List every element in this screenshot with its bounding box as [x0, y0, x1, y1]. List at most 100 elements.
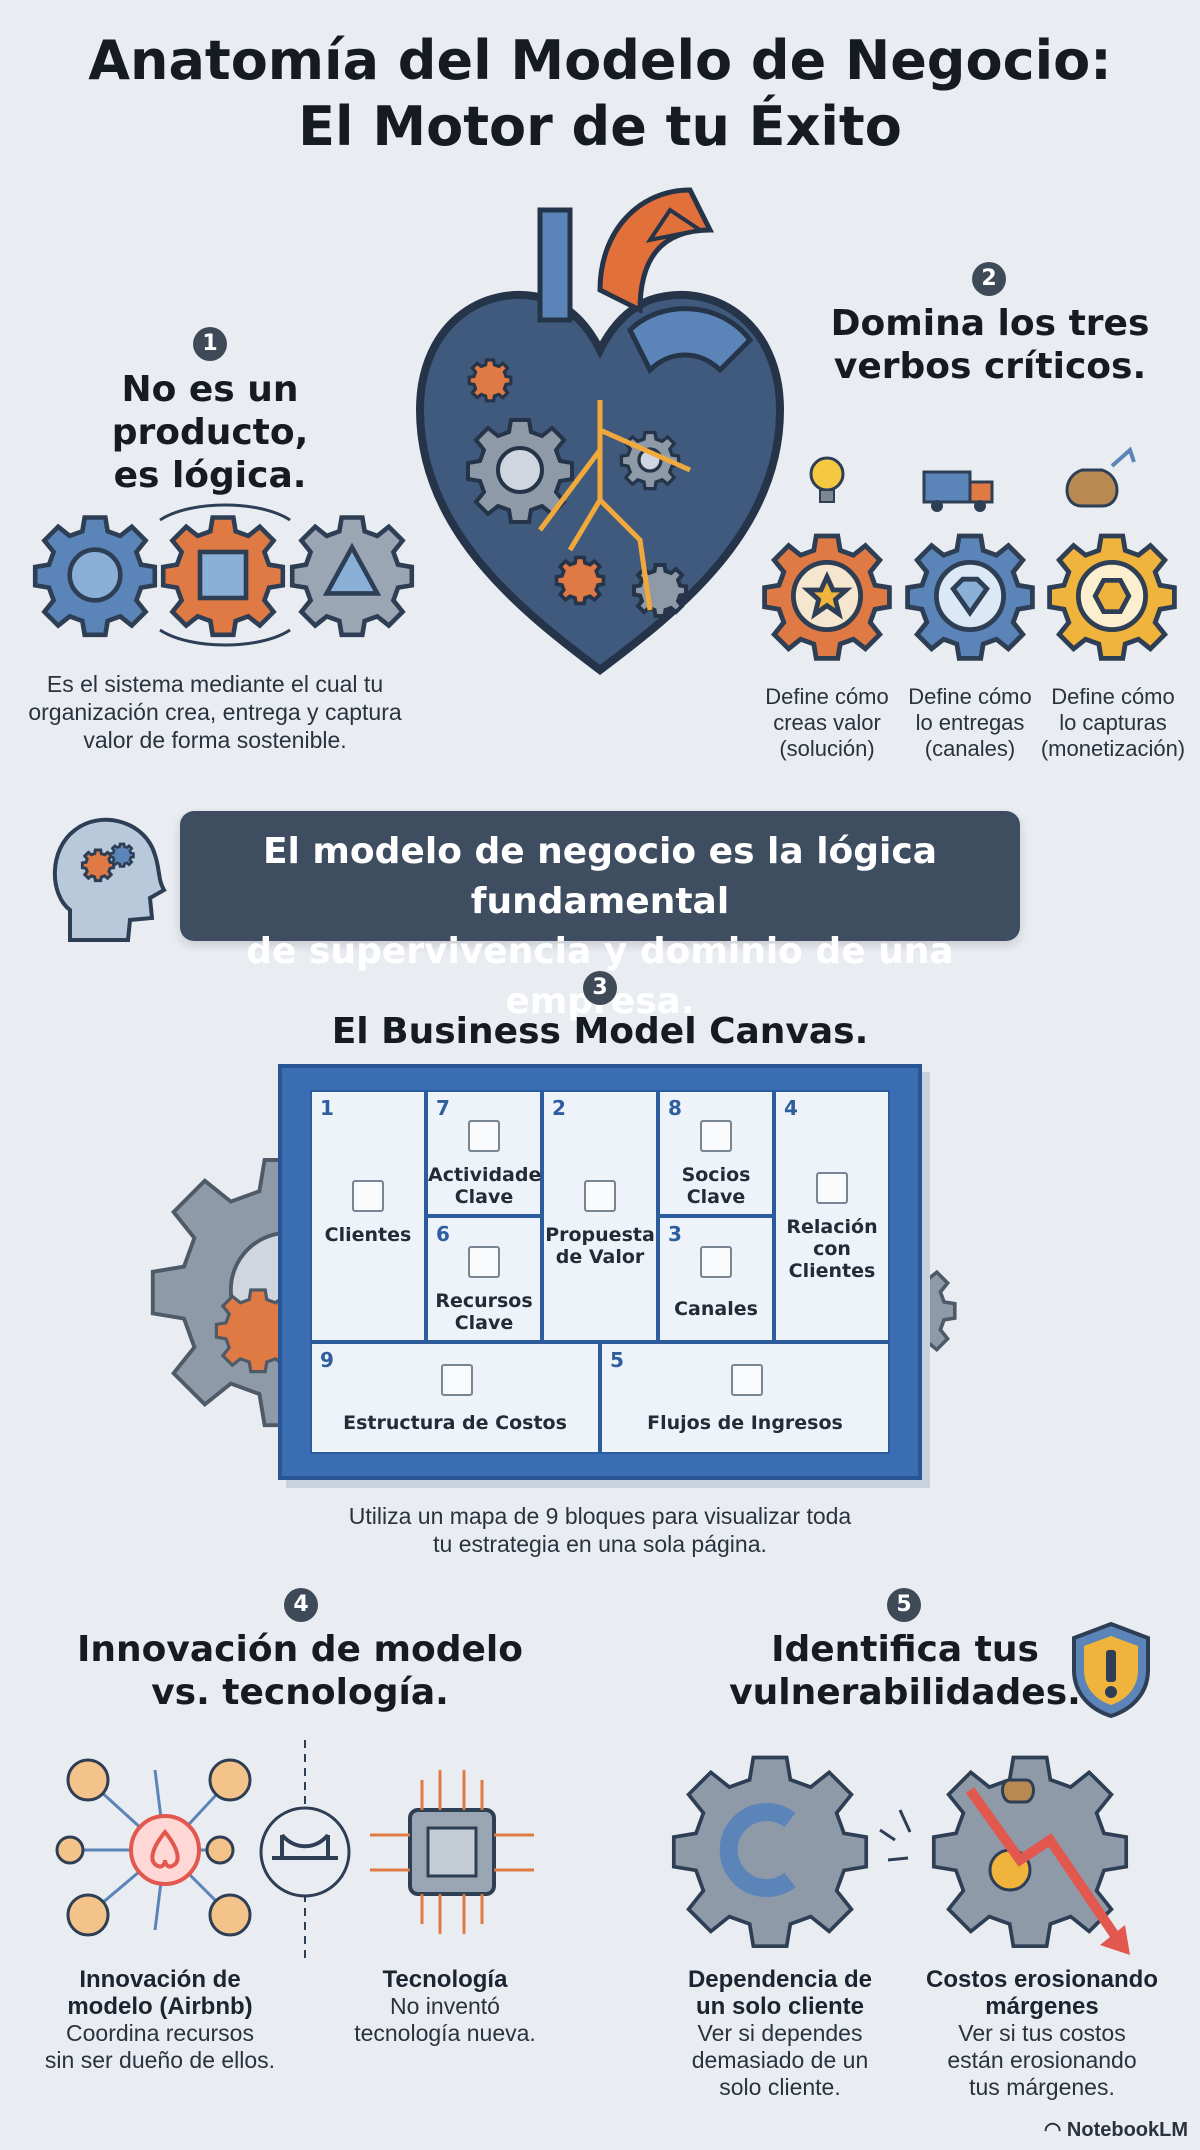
checkbox-icon: [816, 1172, 848, 1204]
block-number: 7: [436, 1096, 450, 1120]
checkbox-icon: [700, 1120, 732, 1152]
costs-text-line-3: tus márgenes.: [969, 2074, 1115, 2100]
notebooklm-brand: ◠ NotebookLM: [1044, 2117, 1188, 2142]
section-4-number: 4: [284, 1588, 318, 1622]
section-2-heading-line-1: Domina los tres: [830, 303, 1150, 344]
verb-capture-line-3: (monetización): [1040, 736, 1186, 761]
block-label: Clientes: [324, 1224, 412, 1246]
section-1-heading: No es un producto, es lógica.: [20, 368, 400, 497]
airbnb-text-line-2: sin ser dueño de ellos.: [44, 2047, 276, 2073]
house-icon: [208, 1758, 252, 1802]
three-verbs-gears-illustration: [752, 446, 1188, 676]
banner-line-2: de supervivencia y dominio de una empres…: [246, 931, 954, 1022]
section-3-heading: El Business Model Canvas.: [331, 1011, 869, 1052]
verb-create-line-2: creas valor: [773, 710, 881, 735]
canvas-block-clientes: 1 Clientes: [310, 1090, 426, 1342]
verb-deliver-line-3: (canales): [924, 736, 1016, 761]
technology-title: Tecnología: [382, 1966, 508, 1993]
tools-icon: [205, 1835, 235, 1865]
user-icon: [66, 1758, 110, 1802]
section-3-caption: Utiliza un mapa de 9 bloques para visual…: [250, 1502, 950, 1558]
technology-text-line-2: tecnología nueva.: [354, 2020, 536, 2046]
user-icon: [66, 1893, 110, 1937]
checkbox-icon: [468, 1246, 500, 1278]
house-icon: [208, 1893, 252, 1937]
airbnb-title-line-2: modelo (Airbnb): [67, 1993, 253, 2020]
block-label-2: de Valor: [555, 1246, 645, 1268]
airbnb-title-line-1: Innovación de: [79, 1966, 241, 1993]
section-3-number: 3: [583, 971, 617, 1005]
block-label-2: Clave: [686, 1186, 746, 1208]
section-1-text-line-1: Es el sistema mediante el cual tu: [46, 671, 384, 697]
dependency-text-line-3: solo cliente.: [719, 2074, 841, 2100]
block-label-3: Clientes: [788, 1260, 876, 1282]
canvas-block-actividades: 7 Actividades Clave: [426, 1090, 553, 1216]
block-label-2: con: [813, 1238, 851, 1260]
costs-title-line-2: márgenes: [985, 1993, 1099, 2020]
head-gears-icon: [52, 817, 167, 942]
airbnb-logo-icon: [129, 1814, 201, 1886]
verb-create-line-1: Define cómo: [765, 684, 889, 709]
dependency-text-line-1: Ver si dependes: [697, 2020, 863, 2046]
banner-line-1: El modelo de negocio es la lógica fundam…: [262, 831, 938, 922]
block-number: 2: [552, 1096, 566, 1120]
money-bag-icon: [1001, 1778, 1035, 1804]
section-1-text-line-3: valor de forma sostenible.: [83, 727, 347, 753]
costs-title-line-1: Costos erosionando: [925, 1966, 1159, 1993]
airbnb-vs-technology-illustration: [55, 1740, 534, 1960]
checkbox-icon: [584, 1180, 616, 1212]
checkbox-icon: [700, 1246, 732, 1278]
block-number: 1: [320, 1096, 334, 1120]
canvas-block-recursos: 6 Recursos Clave: [426, 1216, 542, 1342]
technology-label: Tecnología No inventó tecnología nueva.: [330, 1966, 560, 2047]
verb-capture-line-2: lo capturas: [1059, 710, 1167, 735]
verb-deliver-line-1: Define cómo: [908, 684, 1032, 709]
checkbox-icon: [441, 1364, 473, 1396]
canvas-block-relacion: 4 Relación con Clientes: [774, 1090, 890, 1342]
section-2-heading: Domina los tres verbos críticos.: [800, 302, 1180, 388]
block-label: Recursos: [435, 1290, 533, 1312]
delivery-truck-icon: [922, 470, 994, 512]
canvas-block-ingresos: 5 Flujos de Ingresos: [600, 1342, 890, 1454]
technology-text-line-1: No inventó: [390, 1993, 500, 2019]
checkbox-icon: [352, 1180, 384, 1212]
verb-deliver-line-2: lo entregas: [915, 710, 1025, 735]
block-number: 5: [610, 1348, 624, 1372]
block-label: Relación: [786, 1216, 878, 1238]
block-number: 3: [668, 1222, 682, 1246]
airbnb-innovation-label: Innovación de modelo (Airbnb) Coordina r…: [30, 1966, 290, 2074]
verb-create-line-3: (solución): [779, 736, 875, 761]
notebooklm-logo-icon: ◠: [1043, 2119, 1067, 2141]
dependency-title-line-1: Dependencia de: [687, 1966, 873, 1993]
dependency-title-line-2: un solo cliente: [695, 1993, 865, 2020]
verb-capture-line-1: Define cómo: [1051, 684, 1175, 709]
section-3-caption-line-2: tu estrategia en una sola página.: [433, 1531, 767, 1557]
section-2-number: 2: [972, 262, 1006, 296]
block-number: 9: [320, 1348, 334, 1372]
business-model-canvas: 1 Clientes 7 Actividades Clave 6 Recurso…: [278, 1064, 922, 1480]
verb-capture: Define cómo lo capturas (monetización): [1033, 684, 1193, 762]
block-number: 6: [436, 1222, 450, 1246]
section-1-heading-line-2: es lógica.: [113, 455, 307, 496]
section-1-heading-line-1: No es un producto,: [111, 369, 309, 453]
block-label: Flujos de Ingresos: [647, 1412, 843, 1434]
canvas-block-propuesta: 2 Propuesta de Valor: [542, 1090, 658, 1342]
lightbulb-icon: [809, 456, 845, 503]
section-2-heading-line-2: verbos críticos.: [833, 346, 1147, 387]
checkbox-icon: [468, 1120, 500, 1152]
broken-client-icon: [719, 1803, 796, 1897]
section-1-text-line-2: organización crea, entrega y captura: [28, 699, 402, 725]
section-3-caption-line-1: Utiliza un mapa de 9 bloques para visual…: [348, 1503, 852, 1529]
section-5-heading-line-2: vulnerabilidades.: [729, 1672, 1081, 1713]
block-number: 4: [784, 1096, 798, 1120]
section-4-heading-line-1: Innovación de modelo: [77, 1629, 523, 1670]
section-5-heading: Identifica tus vulnerabilidades.: [710, 1628, 1100, 1714]
costs-text-line-2: están erosionando: [947, 2047, 1137, 2073]
block-label: Canales: [674, 1298, 758, 1320]
title-line-1: Anatomía del Modelo de Negocio:: [88, 29, 1112, 92]
title-line-2: El Motor de tu Éxito: [298, 95, 902, 158]
section-1-text: Es el sistema mediante el cual tu organi…: [20, 670, 410, 754]
block-label: Estructura de Costos: [343, 1412, 567, 1434]
block-label-2: Clave: [454, 1186, 514, 1208]
canvas-block-socios: 8 Socios Clave: [658, 1090, 774, 1216]
